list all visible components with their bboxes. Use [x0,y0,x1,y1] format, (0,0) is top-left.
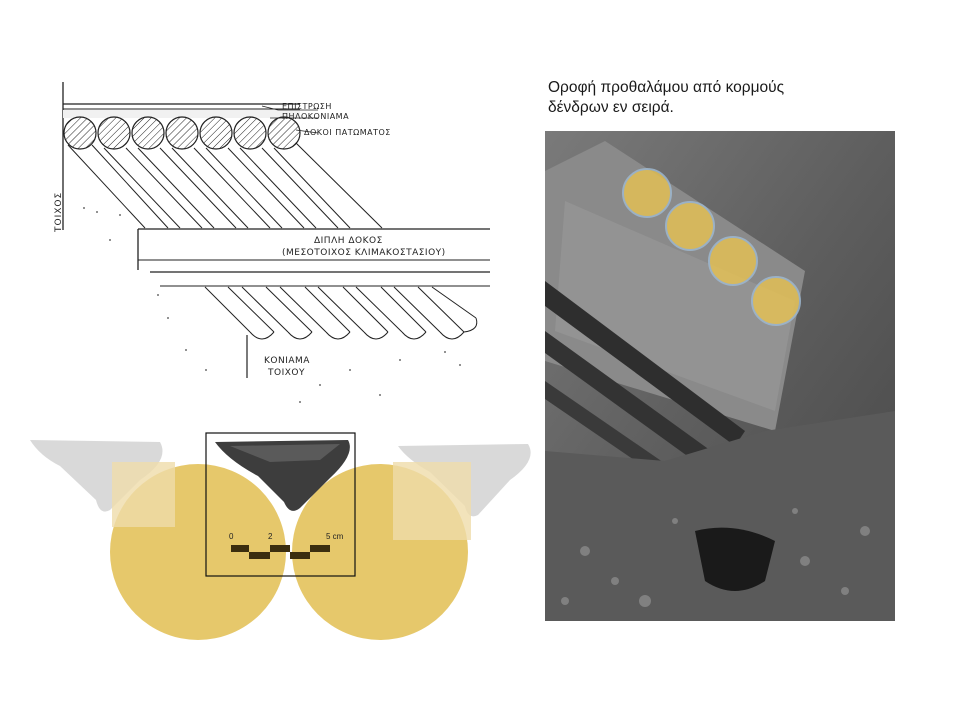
label-dokoi-patomatos: ΔΟΚΟΙ ΠΑΤΩΜΑΤΟΣ [304,128,391,137]
label-dipli-dokos: ΔΙΠΛΗ ΔΟΚΟΣ [314,236,383,246]
stipple [83,207,461,403]
photo-svg [545,131,895,621]
lower-logs [204,286,478,340]
label-koniama: ΚΟΝΙΑΜΑ [264,356,310,366]
leader-lines [261,105,319,134]
cavity [695,527,775,591]
label-pilokoniama: ΠΗΛΟΚΟΝΙΑΜΑ [282,112,350,121]
photo-log-circles [622,168,801,326]
pilokoniama-layer [63,110,300,118]
scale-tick-0: 0 [229,532,234,541]
label-toixos: ΤΟΙΧΟΣ [54,191,64,232]
log-projections [67,142,383,229]
scale-tick-5: 5 cm [326,532,344,541]
label-epistrosi: ΕΠΙΣΤΡΩΣΗ [282,102,332,111]
caption-line-1: Οροφή προθαλάμου από κορμούς [548,79,785,96]
caption-line-2: δένδρων εν σειρά. [548,99,674,116]
detail-frame [205,432,356,577]
photo-caption: Οροφή προθαλάμου από κορμούς δένδρων εν … [548,78,848,118]
floor-logs [63,116,301,150]
section-drawing [62,82,490,403]
scale-bar [231,545,330,559]
fragment-left [30,440,163,512]
artifact-figure [30,432,531,640]
label-mesotoixos: (ΜΕΣΟΤΟΙΧΟΣ ΚΛΙΜΑΚΟΣΤΑΣΙΟΥ) [282,248,446,258]
label-toixou: ΤΟΙΧΟΥ [268,368,305,378]
double-beam [137,228,490,287]
scale-tick-2: 2 [268,532,273,541]
ceiling-photo [545,131,895,621]
